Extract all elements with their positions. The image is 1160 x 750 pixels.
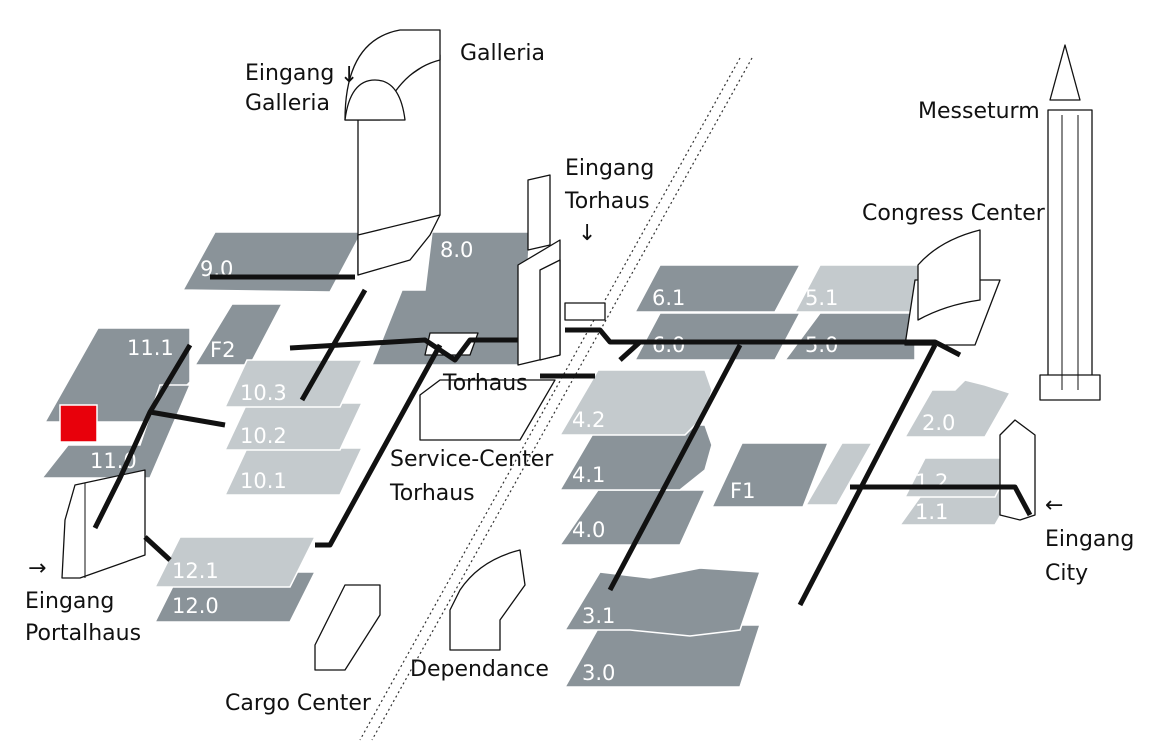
label-eingang-galleria-1: Eingang	[245, 61, 334, 86]
arrow-down-icon: ↓	[578, 221, 596, 246]
hall-label: 3.1	[582, 604, 615, 628]
hall-label: 10.1	[240, 469, 287, 493]
label-messeturm: Messeturm	[918, 99, 1040, 124]
hall-label: 6.0	[652, 333, 685, 357]
hall-label: 10.2	[240, 424, 287, 448]
hall-F1[interactable]: F1	[710, 442, 830, 508]
hall-label: 4.0	[572, 518, 605, 542]
hall-10-2[interactable]: 10.2	[223, 402, 364, 451]
label-eingang-city-2: City	[1045, 561, 1088, 586]
hall-label: 12.1	[172, 559, 219, 583]
hall-label: 8.0	[440, 238, 473, 262]
label-service-center-1: Service-Center	[390, 447, 554, 472]
hall-label: 10.3	[240, 381, 287, 405]
hall-3-1[interactable]: 3.1	[563, 567, 762, 637]
hall-2-0[interactable]: 2.0	[903, 379, 1012, 438]
hall-label: 1.2	[915, 470, 948, 494]
hall-5-0[interactable]: 5.0	[783, 312, 916, 361]
label-eingang-portalhaus-2: Portalhaus	[25, 621, 141, 646]
hall-label: F2	[210, 338, 235, 362]
portalhaus-building	[61, 469, 146, 579]
hall-12-1[interactable]: 12.1	[153, 536, 317, 588]
arrow-left-icon: ←	[1045, 493, 1063, 518]
hall-8-0[interactable]: 8.0	[370, 231, 531, 366]
dependance-building	[449, 549, 526, 651]
hall-10-3[interactable]: 10.3	[223, 359, 364, 408]
congress-center-building	[904, 229, 1001, 346]
hall-F2[interactable]: F2	[193, 303, 284, 366]
galleria-building	[344, 29, 441, 276]
label-service-center-2: Torhaus	[389, 481, 475, 506]
hall-6-0[interactable]: 6.0	[633, 312, 802, 361]
messeturm-building	[1039, 44, 1101, 401]
hall-label: 5.1	[805, 286, 838, 310]
hall-label: 2.0	[922, 411, 955, 435]
label-eingang-galleria-2: Galleria	[245, 91, 330, 116]
hall-label: 4.2	[572, 408, 605, 432]
railway-lines	[359, 57, 753, 741]
label-torhaus: Torhaus	[442, 371, 528, 396]
hall-4-0[interactable]: 4.0	[558, 489, 707, 546]
hall-9-0[interactable]: 9.0	[181, 231, 364, 293]
label-eingang-portalhaus-1: Eingang	[25, 589, 114, 614]
label-galleria: Galleria	[460, 41, 545, 66]
label-congress-center: Congress Center	[862, 201, 1046, 226]
hall-1-2[interactable]: 1.2	[903, 457, 1017, 498]
hall-label: 1.1	[915, 500, 948, 524]
hall-10-1[interactable]: 10.1	[223, 447, 364, 496]
service-center-building	[419, 379, 556, 441]
hall-label: 12.0	[172, 594, 219, 618]
label-eingang-torhaus-1: Eingang	[565, 156, 654, 181]
hall-label: F1	[730, 479, 755, 503]
hall-label: 4.1	[572, 463, 605, 487]
cargo-center-building	[314, 584, 381, 671]
walkway-routes	[92, 274, 1033, 607]
current-location-marker	[59, 404, 98, 443]
label-eingang-city-1: Eingang	[1045, 527, 1134, 552]
label-dependance: Dependance	[410, 657, 549, 682]
city-entrance-building	[999, 419, 1036, 521]
hall-label: 6.1	[652, 286, 685, 310]
label-eingang-torhaus-2: Torhaus	[564, 189, 650, 214]
hall-strip	[804, 442, 874, 506]
hall-label: 11.1	[127, 336, 174, 360]
arrow-down-icon: ↓	[340, 63, 358, 88]
hall-4-2[interactable]: 4.2	[558, 369, 713, 436]
label-cargo-center: Cargo Center	[225, 691, 372, 716]
hall-label: 5.0	[805, 333, 838, 357]
hall-6-1[interactable]: 6.1	[633, 264, 802, 313]
arrow-right-icon: →	[28, 556, 46, 581]
hall-label: 3.0	[582, 661, 615, 685]
hall-3-0[interactable]: 3.0	[563, 624, 762, 688]
